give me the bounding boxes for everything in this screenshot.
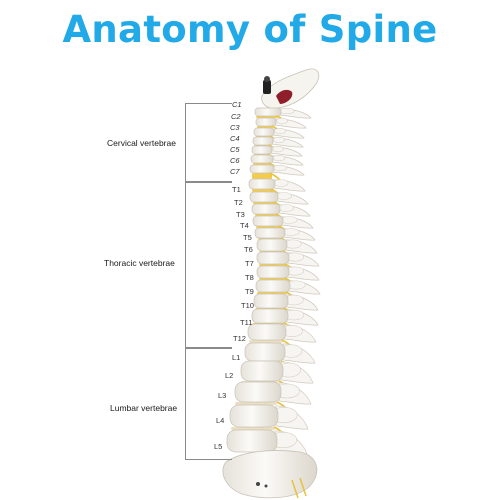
skull-base (261, 68, 320, 109)
vertebra-label-t12: T12 (233, 334, 246, 343)
vertebra-label-c7: C7 (230, 167, 240, 176)
vertebra-l4 (229, 404, 309, 435)
vertebra-label-l1: L1 (232, 353, 241, 362)
cervical-label: Cervical vertebrae (107, 138, 176, 148)
vertebra-label-l5: L5 (214, 442, 223, 451)
vertebra-c3 (253, 127, 305, 144)
vertebra-label-t10: T10 (241, 301, 254, 310)
vertebra-c7 (249, 164, 305, 181)
sacrum (222, 450, 318, 499)
vertebra-l2 (240, 360, 314, 389)
vertebra-label-t6: T6 (244, 245, 253, 254)
vertebra-c5 (251, 145, 303, 162)
page-title: Anatomy of Spine (62, 8, 438, 51)
vertebra-label-l3: L3 (218, 391, 227, 400)
vertebra-label-l4: L4 (216, 416, 225, 425)
vertebra-t12 (247, 323, 317, 348)
vertebra-t7 (256, 251, 320, 272)
intervertebral-disc (235, 402, 277, 405)
vertebra-t6 (256, 238, 318, 259)
vertebra-label-t11: T11 (240, 318, 253, 327)
intervertebral-disc (249, 340, 283, 343)
intervertebral-disc (253, 163, 271, 165)
vertebra-label-t1: T1 (232, 185, 241, 194)
intervertebral-disc (231, 427, 275, 430)
vertebra-t3 (251, 203, 311, 222)
vertebra-label-t8: T8 (245, 273, 254, 282)
vertebra-label-t4: T4 (240, 221, 249, 230)
vertebra-c4 (252, 136, 304, 153)
intervertebral-disc (259, 264, 287, 266)
intervertebral-disc (257, 126, 273, 128)
vertebra-label-c3: C3 (230, 123, 240, 132)
vertebra-l3 (234, 381, 312, 410)
vertebra-label-t2: T2 (234, 198, 243, 207)
vertebra-c2 (255, 117, 307, 134)
vertebra-label-l2: L2 (225, 371, 234, 380)
intervertebral-disc (259, 278, 287, 280)
vertebra-label-c1: C1 (232, 100, 242, 109)
lumbar-bracket (185, 348, 232, 460)
intervertebral-disc (255, 214, 279, 216)
vertebra-label-t9: T9 (245, 287, 254, 296)
vertebra-label-t5: T5 (243, 233, 252, 242)
vertebra-l1 (244, 342, 316, 369)
cervical-bracket (185, 103, 232, 182)
intervertebral-disc (256, 226, 282, 228)
lumbar-label: Lumbar vertebrae (110, 403, 178, 413)
thoracic-bracket (185, 182, 232, 348)
intervertebral-disc (252, 189, 274, 192)
vertebra-label-c6: C6 (230, 156, 240, 165)
vertebrae (226, 107, 321, 460)
vertebra-label-c2: C2 (231, 112, 241, 121)
thoracic-label: Thoracic vertebrae (104, 258, 175, 268)
intervertebral-disc (253, 202, 277, 204)
vertebra-label-t3: T3 (236, 210, 245, 219)
vertebra-t5 (254, 227, 316, 246)
vertebra-label-t7: T7 (245, 259, 254, 268)
vertebra-t11 (251, 308, 319, 331)
vertebra-label-c4: C4 (230, 134, 240, 143)
intervertebral-disc (256, 116, 278, 118)
intervertebral-disc (252, 173, 272, 179)
intervertebral-disc (257, 292, 287, 294)
vertebra-label-c5: C5 (230, 145, 240, 154)
vertebra-t1 (248, 178, 306, 197)
